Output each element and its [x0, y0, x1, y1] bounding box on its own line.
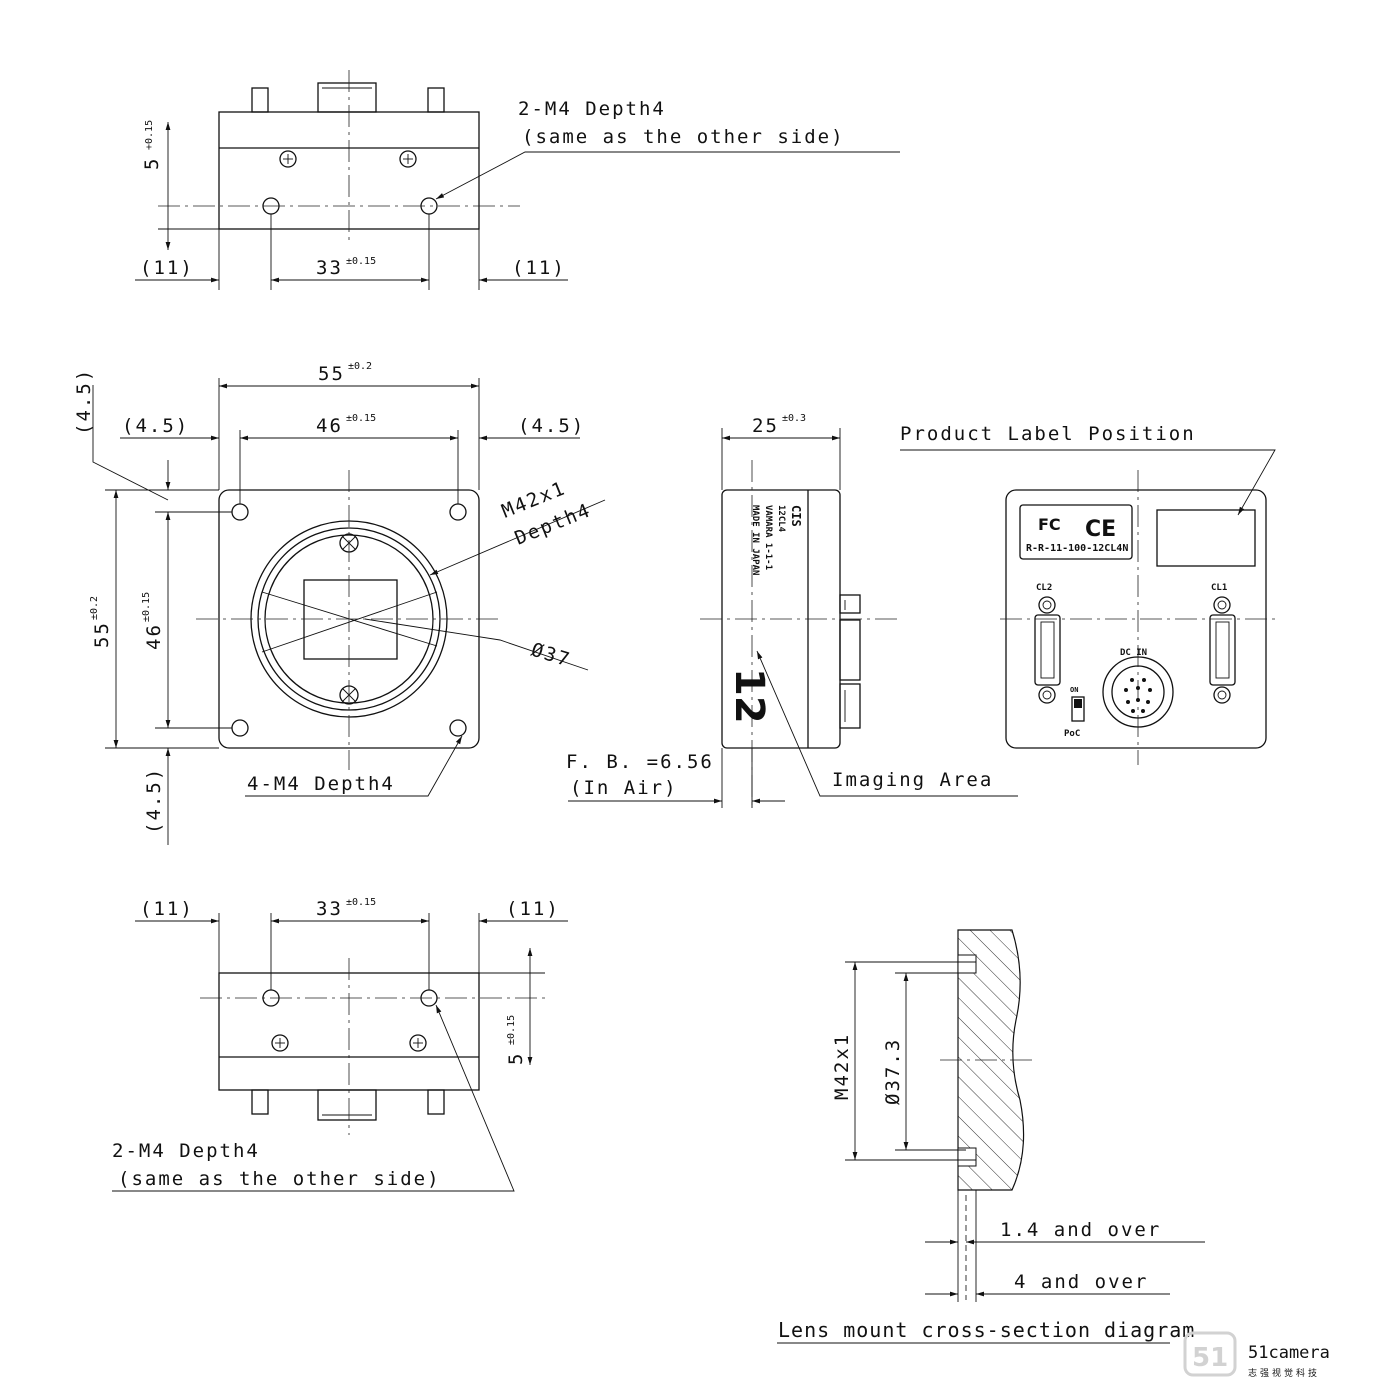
side-dim-depth-tol: ±0.3 [782, 413, 806, 424]
front-diameter: Ø37 [529, 639, 574, 672]
front-hole-callout: 4-M4 Depth4 [247, 773, 395, 795]
fcc-icon: FC [1038, 515, 1061, 534]
bottom-dim-left: (11) [140, 898, 194, 920]
bottom-dim-pitch: 33 [316, 898, 343, 920]
rear-cl2: CL2 [1036, 583, 1052, 593]
front-dim-hole-pitch-tol: ±0.15 [346, 413, 376, 424]
front-dim-hole-pitch: 46 [316, 415, 343, 437]
top-thread-callout: 2-M4 Depth4 [518, 98, 666, 120]
rear-model: R-R-11-100-12CL4N [1026, 543, 1128, 554]
bottom-thread-callout-note: (same as the other side) [118, 1168, 441, 1190]
rear-switch-label: ON [1070, 686, 1078, 694]
side-view [568, 428, 1018, 810]
watermark-logo-icon: 51 [1192, 1343, 1228, 1373]
top-dim-pitch: 33 [316, 257, 343, 279]
side-imaging-area: Imaging Area [832, 769, 993, 791]
top-dim-pitch-tol: ±0.15 [346, 256, 376, 267]
front-view [92, 378, 606, 845]
front-dim-hole-pitch-v: 46 [143, 623, 165, 650]
front-dim-width-tol: ±0.2 [348, 361, 372, 372]
lens-depth-1: 1.4 and over [1000, 1219, 1161, 1241]
bottom-dim-pitch-tol: ±0.15 [346, 897, 376, 908]
rear-cl1: CL1 [1211, 583, 1227, 593]
watermark-sub: 志强视觉科技 [1248, 1367, 1320, 1379]
front-dim-width: 55 [318, 363, 345, 385]
side-big-number: 12 [726, 668, 772, 724]
svg-text:FC: FC [1038, 515, 1061, 534]
front-dim-offset-right: (4.5) [518, 415, 585, 437]
rear-dc-in: DC IN [1120, 648, 1147, 658]
front-dim-height: 55 [91, 621, 113, 648]
front-dim-offset-bottom: (4.5) [143, 767, 165, 834]
bottom-dim-height-tol: ±0.15 [506, 1015, 517, 1045]
watermark-brand: 51camera [1248, 1343, 1330, 1363]
side-dim-depth: 25 [752, 415, 779, 437]
top-thread-callout-note: (same as the other side) [522, 126, 845, 148]
bottom-dim-height: 5 [505, 1052, 527, 1065]
side-label-4: MADE IN JAPAN [750, 505, 760, 575]
rear-ce-mark: CE [1085, 517, 1116, 542]
lens-mount-section [777, 929, 1205, 1344]
side-label-2: 12CL4 [776, 505, 786, 533]
watermark: 51 [1183, 1331, 1237, 1377]
side-label-3: VAMARA 1-1-1 [763, 505, 773, 570]
rear-product-label: Product Label Position [900, 423, 1196, 445]
top-dim-left: (11) [140, 257, 194, 279]
bottom-dim-right: (11) [506, 898, 560, 920]
side-fb-air: (In Air) [570, 777, 678, 799]
side-label-1: CIS [789, 505, 803, 527]
lens-thread: M42x1 [831, 1033, 853, 1100]
side-fb: F. B. =6.56 [566, 751, 714, 773]
front-dim-offset-top: (4.5) [73, 368, 95, 435]
top-dim-height-tol: +0.15 [144, 120, 155, 150]
bottom-view [112, 913, 568, 1192]
side-label: CIS 12CL4 VAMARA 1-1-1 MADE IN JAPAN [750, 505, 803, 575]
front-dim-offset-left: (4.5) [122, 415, 189, 437]
lens-diameter: Ø37.3 [882, 1038, 904, 1105]
top-view [135, 70, 900, 290]
lens-caption: Lens mount cross-section diagram [778, 1318, 1195, 1342]
top-dim-right: (11) [512, 257, 566, 279]
top-dim-height: 5 [141, 157, 163, 170]
bottom-thread-callout: 2-M4 Depth4 [112, 1140, 260, 1162]
rear-view [900, 449, 1280, 765]
front-dim-height-tol: ±0.2 [89, 596, 100, 620]
front-dim-hole-pitch-v-tol: ±0.15 [141, 592, 152, 622]
rear-poc: PoC [1064, 729, 1080, 739]
lens-depth-2: 4 and over [1014, 1271, 1148, 1293]
